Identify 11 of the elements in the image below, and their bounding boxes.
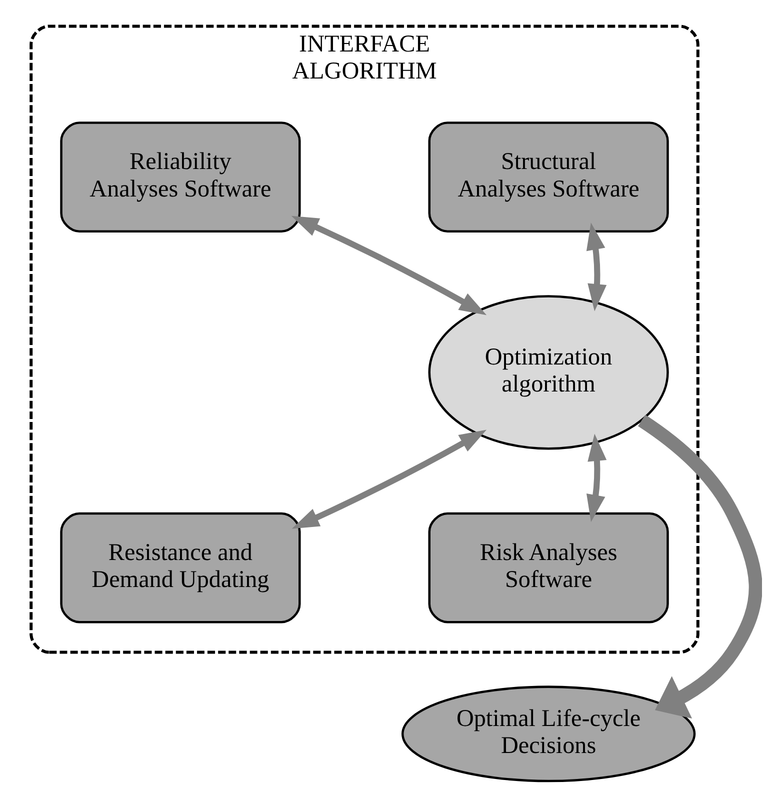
node-ellipse: Optimization algorithm xyxy=(428,295,669,450)
node-box: Structural Analyses Software xyxy=(428,122,669,233)
node-box: Reliability Analyses Software xyxy=(60,122,301,233)
arrow xyxy=(586,434,607,522)
arrow xyxy=(638,414,762,719)
node-box: Risk Analyses Software xyxy=(428,512,669,624)
arrow xyxy=(291,216,487,316)
node-ellipse: Optimal Life-cycle Decisions xyxy=(401,686,696,782)
arrow xyxy=(586,222,607,312)
node-box: Resistance and Demand Updating xyxy=(60,512,301,624)
arrow xyxy=(292,430,487,529)
